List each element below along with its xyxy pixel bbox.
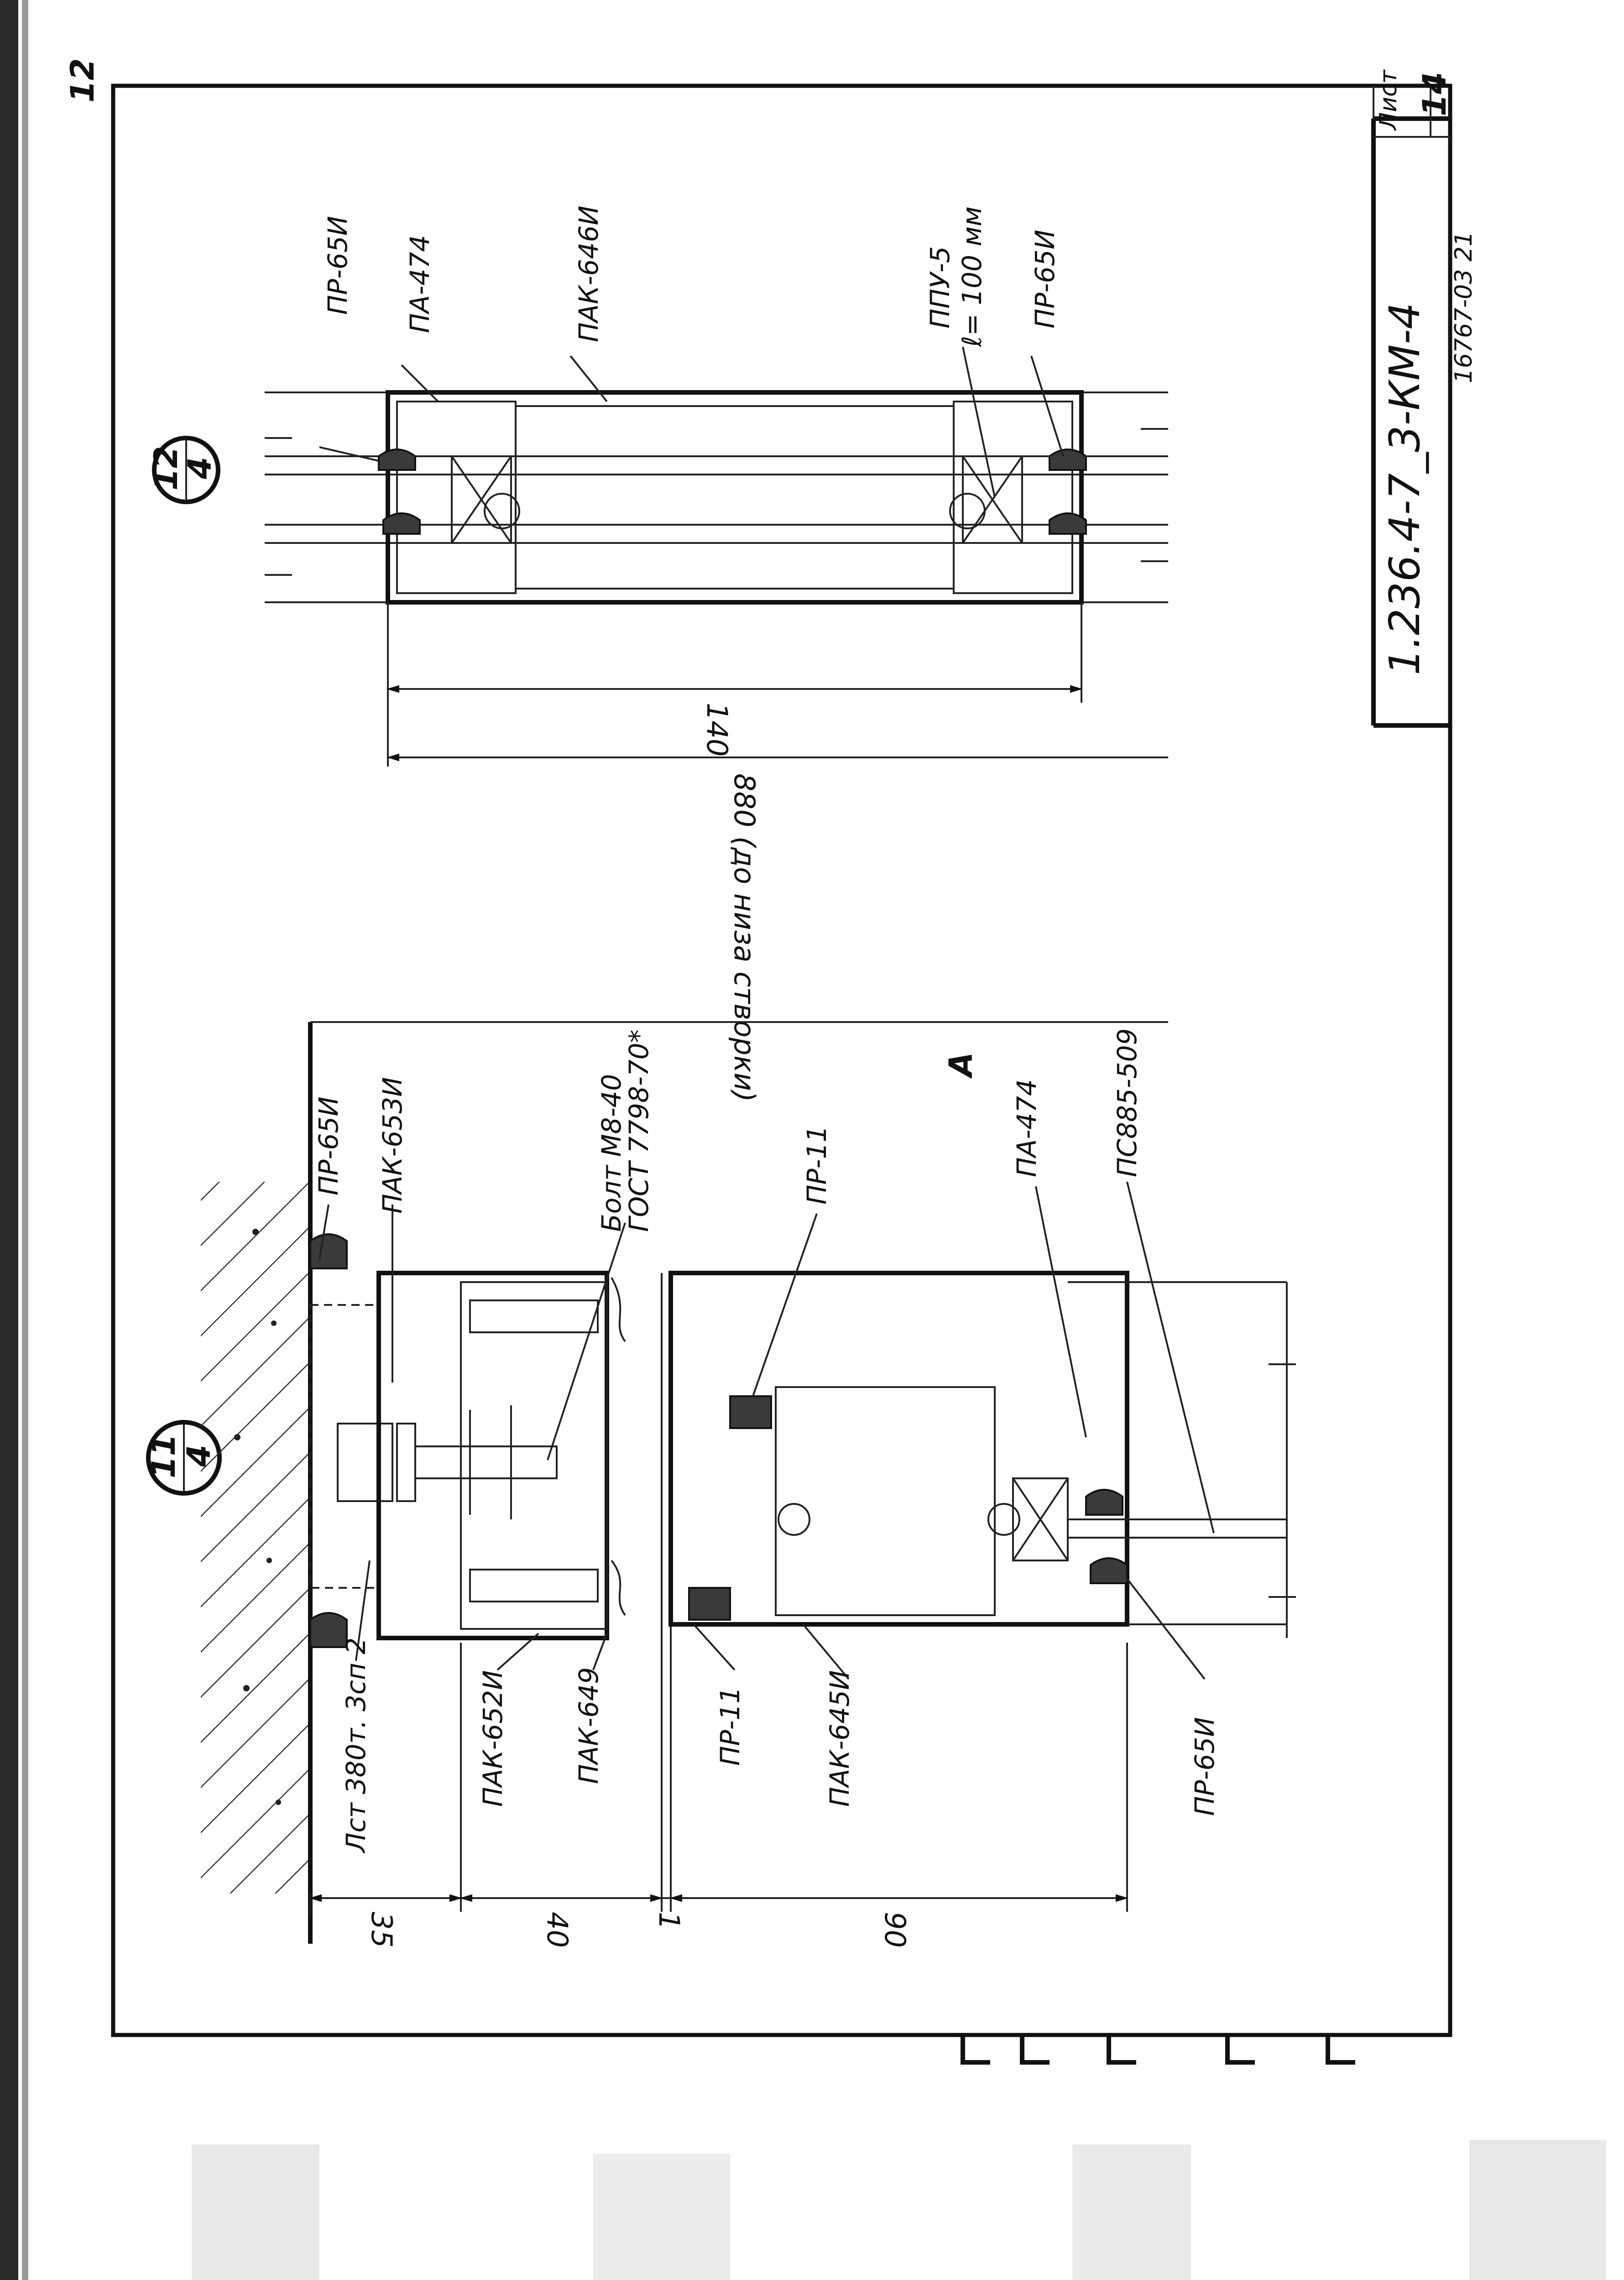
detail-12-section: [265, 390, 1168, 605]
label-pr11-upper: ПР-11: [801, 1126, 832, 1205]
label-pak645: ПАК-645И: [824, 1670, 855, 1807]
label-ps885: ПС885-509: [1112, 1028, 1143, 1177]
scan-edge-left: [0, 0, 28, 2280]
binding-marks: [961, 2035, 1355, 2065]
label-pr65-bottom: ПР-65И: [1189, 1717, 1220, 1816]
detail-12-callout: 12 4: [147, 436, 220, 504]
label-pak646: ПАК-646И: [573, 206, 604, 343]
document-designation: 1.236.4-7_3-КМ-4: [1380, 303, 1429, 675]
label-pr11-lower: ПР-11: [715, 1687, 746, 1766]
detail-11-axis-mark: А: [942, 1052, 980, 1079]
detail-12-dim-to-axis: 880 (до низа створки): [728, 773, 761, 1102]
detail-12-leaders: [319, 346, 1064, 498]
label-pa474: ПА-474: [404, 235, 435, 333]
detail-11-callout-top: 11: [145, 1434, 183, 1478]
inventory-number: 16767-03 21: [1450, 231, 1478, 383]
detail-11-callout: 11 4: [145, 1420, 222, 1496]
label-pp5-length: ℓ= 100 мм: [956, 206, 987, 347]
detail-11-section: [309, 1021, 1296, 1648]
label-pr65-top: ПР-65И: [313, 1096, 344, 1195]
label-pak649: ПАК-649: [573, 1667, 604, 1784]
dim-40: 40: [541, 1912, 574, 1948]
dim-35: 35: [365, 1912, 398, 1948]
label-bolt-standard: ГОСТ 7798-70*: [623, 1029, 654, 1232]
detail-12-dim-width: 140: [700, 703, 734, 757]
sheet-label: Лист: [1375, 69, 1402, 131]
scan-noise: [192, 2140, 1606, 2280]
concrete-wall: [201, 1022, 313, 1944]
label-plate: Лст 380т. 3сп 2: [340, 1638, 371, 1853]
dim-1: 1: [653, 1912, 686, 1930]
detail-11-dimensions: 35 40 1 90: [309, 1643, 1128, 1948]
detail-12-callout-bottom: 4: [181, 457, 219, 480]
anchor-assembly: [309, 1304, 558, 1589]
label-pa474-d11: ПА-474: [1011, 1079, 1042, 1177]
label-pak653: ПАК-653И: [377, 1077, 408, 1214]
detail-12: 12 4: [147, 206, 1168, 1102]
title-block: Лист 14 1.236.4-7_3-КМ-4 16767-03 21: [1371, 69, 1478, 728]
sheet-corner-number: 12: [64, 58, 101, 103]
label-pp5: ППУ-5: [924, 246, 956, 329]
detail-11-leaders: [319, 1181, 1215, 1680]
sheet-number: 14: [1416, 72, 1453, 116]
sheet-frame: [111, 83, 1452, 2037]
detail-12-callout-top: 12: [147, 446, 185, 490]
label-pr65-lower: ПР-65И: [1029, 230, 1060, 329]
label-pr65-upper: ПР-65И: [322, 216, 353, 315]
label-bolt: Болт М8-40: [596, 1074, 627, 1232]
label-pak652: ПАК-652И: [477, 1670, 508, 1807]
detail-12-dimensions: 140 880 (до низа створки): [386, 602, 1168, 1102]
dim-90: 90: [878, 1912, 912, 1948]
detail-11: 11 4: [145, 1021, 1296, 1948]
